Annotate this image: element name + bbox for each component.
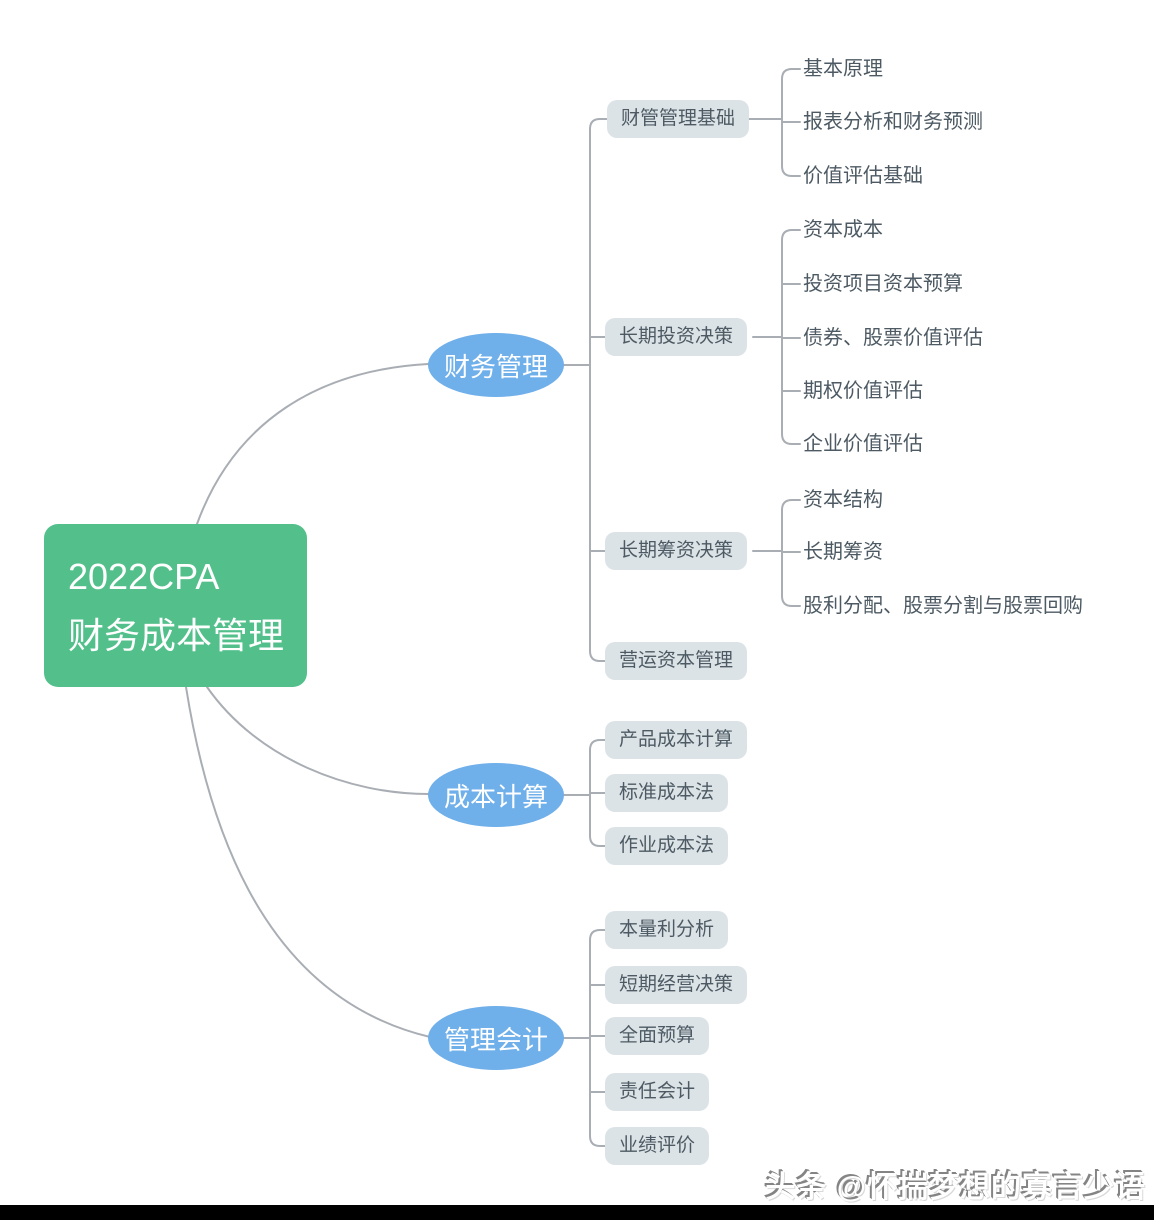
node-responsibility-accounting[interactable]: 责任会计 xyxy=(605,1073,710,1111)
root-topic[interactable]: 2022CPA 财务成本管理 xyxy=(44,524,307,687)
node-standard-costing[interactable]: 标准成本法 xyxy=(605,774,729,812)
root-topic-line1: 2022CPA xyxy=(68,555,220,597)
node-long-term-investment[interactable]: 长期投资决策 xyxy=(605,318,748,356)
leaf-long-term-financing[interactable]: 长期筹资 xyxy=(803,541,883,563)
node-long-term-financing-decision[interactable]: 长期筹资决策 xyxy=(605,532,748,570)
leaf-option-valuation[interactable]: 期权价值评估 xyxy=(803,380,923,402)
branch-managerial-accounting[interactable]: 管理会计 xyxy=(428,1006,564,1070)
branch-cost-accounting[interactable]: 成本计算 xyxy=(428,763,564,827)
node-short-term-decision[interactable]: 短期经营决策 xyxy=(605,966,748,1004)
leaf-valuation-basics[interactable]: 价值评估基础 xyxy=(803,165,923,187)
leaf-basic-principles[interactable]: 基本原理 xyxy=(803,58,883,80)
leaf-capital-budgeting[interactable]: 投资项目资本预算 xyxy=(803,273,963,295)
leaf-enterprise-valuation[interactable]: 企业价值评估 xyxy=(803,433,923,455)
leaf-cost-of-capital[interactable]: 资本成本 xyxy=(803,219,883,241)
node-fm-foundation[interactable]: 财管管理基础 xyxy=(607,100,750,138)
leaf-bond-stock-valuation[interactable]: 债券、股票价值评估 xyxy=(803,327,983,349)
node-activity-based-costing[interactable]: 作业成本法 xyxy=(605,827,729,865)
bottom-black-bar xyxy=(0,1205,1154,1220)
leaf-statement-analysis-forecast[interactable]: 报表分析和财务预测 xyxy=(803,111,983,133)
node-performance-evaluation[interactable]: 业绩评价 xyxy=(605,1127,710,1165)
node-working-capital[interactable]: 营运资本管理 xyxy=(605,642,748,680)
node-product-costing[interactable]: 产品成本计算 xyxy=(605,721,748,759)
toutiao-watermark: 头条 @怀揣梦想的寡言少语 xyxy=(765,1171,1146,1204)
root-topic-line2: 财务成本管理 xyxy=(68,614,285,656)
leaf-capital-structure[interactable]: 资本结构 xyxy=(803,489,883,511)
leaf-dividend-split-repurchase[interactable]: 股利分配、股票分割与股票回购 xyxy=(803,595,1083,617)
branch-financial-management[interactable]: 财务管理 xyxy=(428,333,564,397)
node-master-budget[interactable]: 全面预算 xyxy=(605,1017,710,1055)
node-cvp-analysis[interactable]: 本量利分析 xyxy=(605,911,729,949)
